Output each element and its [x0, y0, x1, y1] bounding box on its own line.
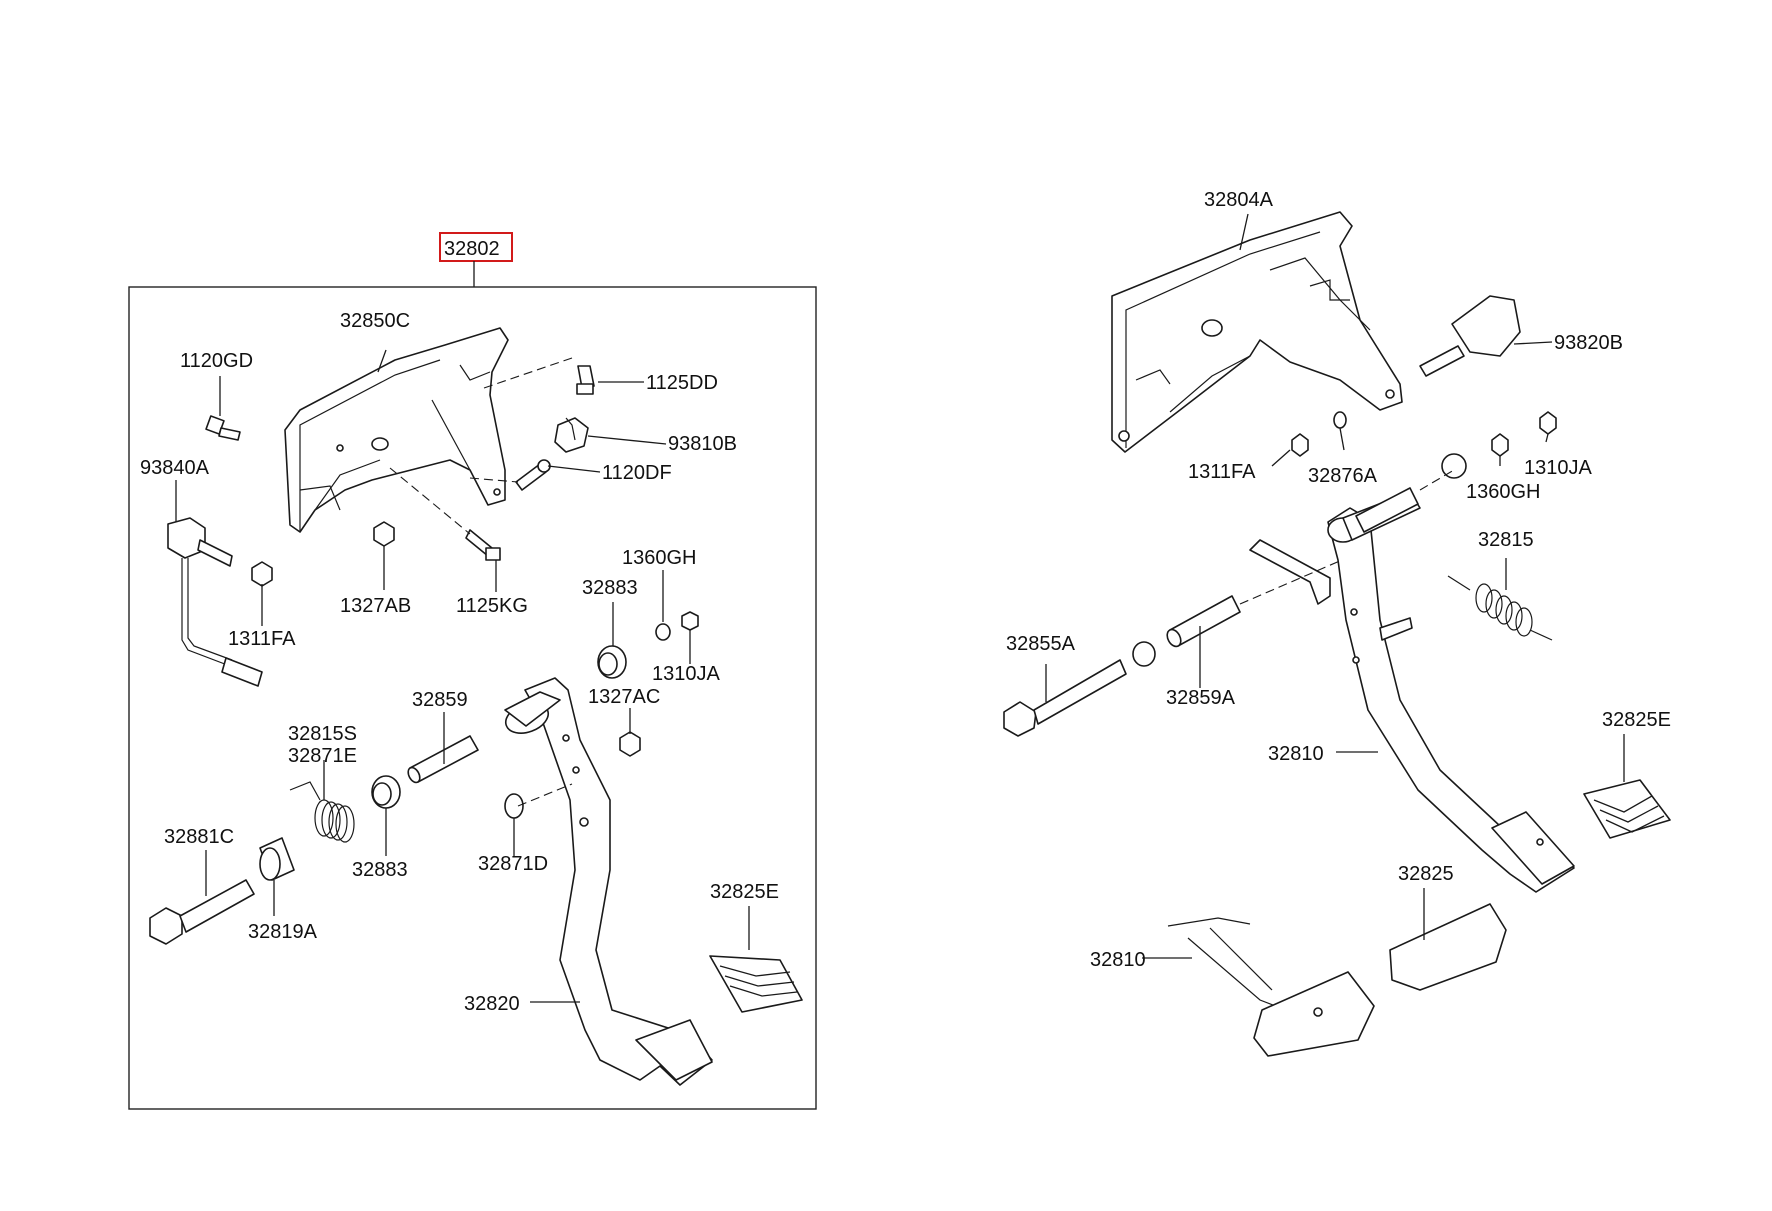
bolt-32855a: [1003, 659, 1127, 737]
label-1327ab[interactable]: 1327AB: [340, 595, 411, 617]
label-32810-lower[interactable]: 32810: [1090, 949, 1146, 971]
spring-32815s: [289, 781, 355, 843]
nut-1327ac: [619, 731, 641, 757]
pedal-32810-lower: [1167, 917, 1375, 1057]
label-32881c[interactable]: 32881C: [164, 826, 234, 848]
nut-1327ab: [373, 521, 395, 547]
label-32815[interactable]: 32815: [1478, 529, 1534, 551]
label-1310ja-right[interactable]: 1310JA: [1524, 457, 1592, 479]
label-93840a[interactable]: 93840A: [140, 457, 210, 479]
bushing-32855a: [1132, 641, 1156, 667]
pin-32859: [407, 735, 479, 784]
bracket-32804a: [1111, 211, 1403, 453]
assembly-label[interactable]: 32802: [444, 238, 500, 260]
bolt-1120df: [515, 459, 551, 491]
switch-93810b: [554, 417, 589, 453]
label-32825e-left[interactable]: 32825E: [710, 881, 779, 903]
label-32876a[interactable]: 32876A: [1308, 465, 1378, 487]
label-1311fa-right[interactable]: 1311FA: [1188, 461, 1256, 483]
label-1120df[interactable]: 1120DF: [602, 462, 672, 484]
bushing-right: [1441, 453, 1467, 479]
nut-1310ja-right: [1491, 433, 1509, 457]
bushing-32883-upper: [597, 645, 627, 679]
pedal-32810-upper: [1249, 491, 1575, 893]
label-1360gh-right[interactable]: 1360GH: [1466, 481, 1541, 503]
label-32804a[interactable]: 32804A: [1204, 189, 1274, 211]
bushing-32819a: [259, 837, 295, 881]
pedal-32820: [504, 677, 713, 1086]
label-1327ac[interactable]: 1327AC: [588, 686, 660, 708]
pad-32825e-left: [709, 955, 803, 1013]
right-assembly: 32804A 93820B 1311FA 32876A 1310JA 1360G…: [1003, 189, 1671, 1057]
switch-93820b: [1419, 295, 1521, 377]
label-93810b[interactable]: 93810B: [668, 433, 737, 455]
switch-93840a: [167, 517, 263, 687]
pad-32825e-right: [1583, 779, 1671, 839]
label-32883-lower[interactable]: 32883: [352, 859, 408, 881]
nut-1311fa-right: [1291, 433, 1309, 457]
bracket-32850c: [284, 327, 509, 533]
label-32820[interactable]: 32820: [464, 993, 520, 1015]
label-32855a[interactable]: 32855A: [1006, 633, 1076, 655]
label-32819a[interactable]: 32819A: [248, 921, 318, 943]
label-32859a[interactable]: 32859A: [1166, 687, 1236, 709]
label-1125kg[interactable]: 1125KG: [456, 595, 528, 617]
assembly-highlight-box[interactable]: [439, 232, 513, 262]
pad-32825: [1389, 903, 1507, 991]
cap-32876a: [1333, 411, 1347, 429]
nut-1310ja: [681, 611, 699, 631]
pin-upper-right: [1355, 487, 1419, 533]
bolt-1120gd: [205, 415, 241, 441]
label-1311fa[interactable]: 1311FA: [228, 628, 296, 650]
label-1125dd[interactable]: 1125DD: [646, 372, 718, 394]
bolt-32881c: [149, 879, 255, 945]
bushing-32871d: [504, 793, 524, 819]
bolt-1125dd: [576, 365, 595, 395]
assembly-frame: [128, 286, 817, 1110]
bushing-32883-lower: [371, 775, 401, 809]
left-assembly: 32802: [128, 232, 817, 1110]
label-32871e[interactable]: 32871E: [288, 745, 357, 767]
pin-32859a: [1166, 595, 1241, 648]
label-32815s[interactable]: 32815S: [288, 723, 357, 745]
nut-1311fa: [251, 561, 273, 587]
bolt-1125kg: [465, 529, 501, 561]
label-32810-upper[interactable]: 32810: [1268, 743, 1324, 765]
label-1360gh[interactable]: 1360GH: [622, 547, 697, 569]
label-32825[interactable]: 32825: [1398, 863, 1454, 885]
label-93820b[interactable]: 93820B: [1554, 332, 1623, 354]
nut-1360gh-right: [1539, 411, 1557, 435]
label-32871d[interactable]: 32871D: [478, 853, 548, 875]
label-1120gd[interactable]: 1120GD: [180, 350, 253, 372]
label-32825e-right[interactable]: 32825E: [1602, 709, 1671, 731]
label-1310ja[interactable]: 1310JA: [652, 663, 720, 685]
spring-32815: [1447, 575, 1553, 641]
label-32883-upper[interactable]: 32883: [582, 577, 638, 599]
label-32850c[interactable]: 32850C: [340, 310, 410, 332]
nut-1360gh: [655, 623, 671, 641]
label-32859[interactable]: 32859: [412, 689, 468, 711]
